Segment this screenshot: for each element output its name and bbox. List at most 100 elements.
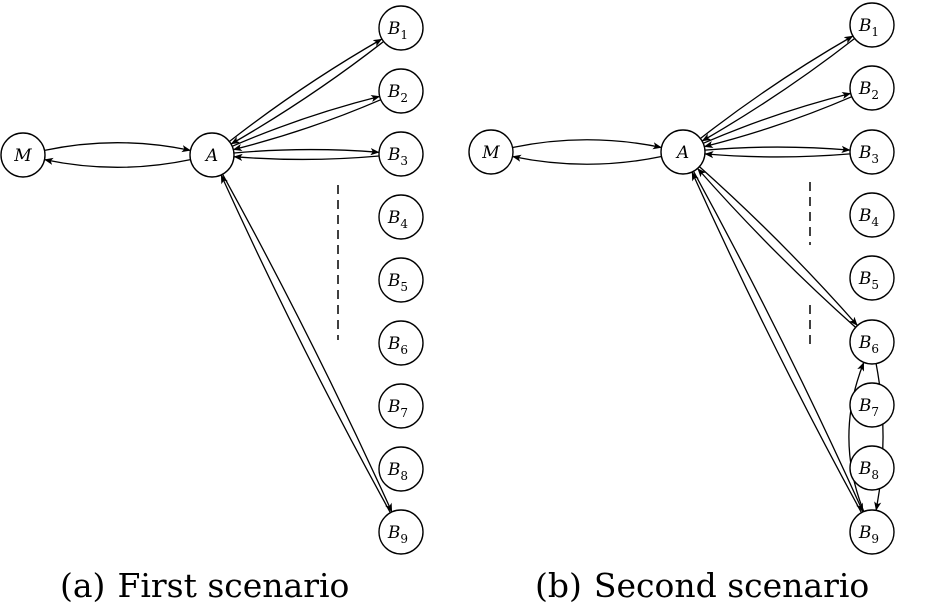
node-label-base: B: [387, 271, 401, 291]
edge-b6-to-b9: [874, 363, 884, 511]
caption-text: First scenario: [117, 566, 349, 605]
node-label: B5: [387, 271, 408, 294]
node-label-base: B: [858, 523, 872, 543]
node-label-subscript: 9: [871, 532, 879, 546]
node-label: B8: [387, 460, 408, 483]
node-label: B3: [387, 145, 408, 168]
node-label: B4: [387, 208, 409, 231]
node-circle: [378, 257, 424, 303]
node-label: B2: [858, 79, 879, 102]
node-b9: B9: [849, 509, 895, 555]
node-label-subscript: 5: [400, 280, 408, 294]
node-a: A: [189, 132, 235, 178]
node-circle: [0, 132, 46, 178]
node-m: M: [0, 132, 46, 178]
node-circle: [849, 2, 895, 48]
edge-b9-to-a: [220, 174, 391, 514]
node-label-base: B: [858, 143, 872, 163]
edge-a-to-b3: [704, 145, 851, 153]
node-label: B4: [858, 206, 880, 229]
node-label-subscript: 1: [400, 28, 408, 42]
node-circle: [378, 320, 424, 366]
node-b5: B5: [849, 255, 895, 301]
edge-b6-to-a: [697, 168, 857, 328]
node-label-base: B: [858, 206, 872, 226]
node-label-subscript: 3: [400, 154, 408, 168]
node-label-subscript: 7: [400, 406, 408, 420]
edge-b2-to-a: [232, 99, 382, 152]
node-label: B3: [858, 143, 879, 166]
node-label: M: [481, 143, 500, 163]
node-label-subscript: 8: [871, 468, 879, 482]
node-label-subscript: 6: [400, 343, 408, 357]
node-label: B9: [858, 523, 879, 546]
node-label-base: B: [858, 16, 872, 36]
node-b3: B3: [849, 129, 895, 175]
node-label-base: A: [675, 143, 689, 163]
node-circle: [849, 192, 895, 238]
edges-second-scenario: [512, 35, 884, 514]
edge-a-to-b2: [702, 91, 852, 144]
node-label: A: [204, 146, 218, 166]
node-label-subscript: 4: [400, 217, 408, 231]
node-circle: [378, 68, 424, 114]
node-label-subscript: 5: [871, 278, 879, 292]
edge-a-to-m: [44, 157, 191, 168]
node-b1: B1: [378, 5, 424, 51]
node-b3: B3: [378, 131, 424, 177]
edge-a-to-b3: [233, 148, 380, 156]
node-circle: [468, 129, 514, 175]
node-label: B1: [387, 19, 408, 42]
edge-b1-to-a: [230, 40, 384, 145]
node-label: B9: [387, 523, 408, 546]
node-label-subscript: 6: [871, 342, 879, 356]
node-label: B6: [858, 333, 879, 356]
node-b5: B5: [378, 257, 424, 303]
node-label-subscript: 2: [400, 91, 408, 105]
node-label-base: B: [858, 459, 872, 479]
edge-b3-to-a: [233, 153, 380, 161]
node-b2: B2: [378, 68, 424, 114]
edge-b9-to-a: [691, 171, 863, 514]
node-circle: [378, 5, 424, 51]
node-label-base: A: [204, 146, 218, 166]
node-b4: B4: [849, 192, 895, 238]
node-circle: [378, 446, 424, 492]
edge-a-to-b9: [222, 173, 393, 513]
node-label-subscript: 7: [871, 405, 879, 419]
node-circle: [849, 319, 895, 365]
node-label-base: B: [387, 460, 401, 480]
node-circle: [189, 132, 235, 178]
node-circle: [378, 383, 424, 429]
edge-b1-to-a: [701, 37, 855, 142]
caption-tag: (b): [535, 566, 582, 605]
node-label: B1: [858, 16, 879, 39]
node-label-subscript: 9: [400, 532, 408, 546]
edge-a-to-b6: [698, 166, 858, 326]
node-b9: B9: [378, 509, 424, 555]
node-label-base: B: [387, 523, 401, 543]
edge-a-to-b1: [700, 35, 854, 140]
node-circle: [378, 131, 424, 177]
node-b7: B7: [849, 382, 895, 428]
node-b8: B8: [378, 446, 424, 492]
node-circle: [849, 129, 895, 175]
node-label-subscript: 4: [871, 215, 879, 229]
node-label-base: B: [387, 82, 401, 102]
node-circle: [660, 129, 706, 175]
node-b2: B2: [849, 65, 895, 111]
node-label-subscript: 2: [871, 88, 879, 102]
node-label-base: B: [858, 269, 872, 289]
node-label-base: B: [387, 208, 401, 228]
node-b6: B6: [849, 319, 895, 365]
node-a: A: [660, 129, 706, 175]
node-label-base: B: [858, 333, 872, 353]
node-label-base: B: [387, 397, 401, 417]
node-label-base: B: [858, 396, 872, 416]
node-label-base: B: [858, 79, 872, 99]
node-label: B6: [387, 334, 408, 357]
edge-b2-to-a: [703, 96, 853, 149]
node-circle: [378, 509, 424, 555]
